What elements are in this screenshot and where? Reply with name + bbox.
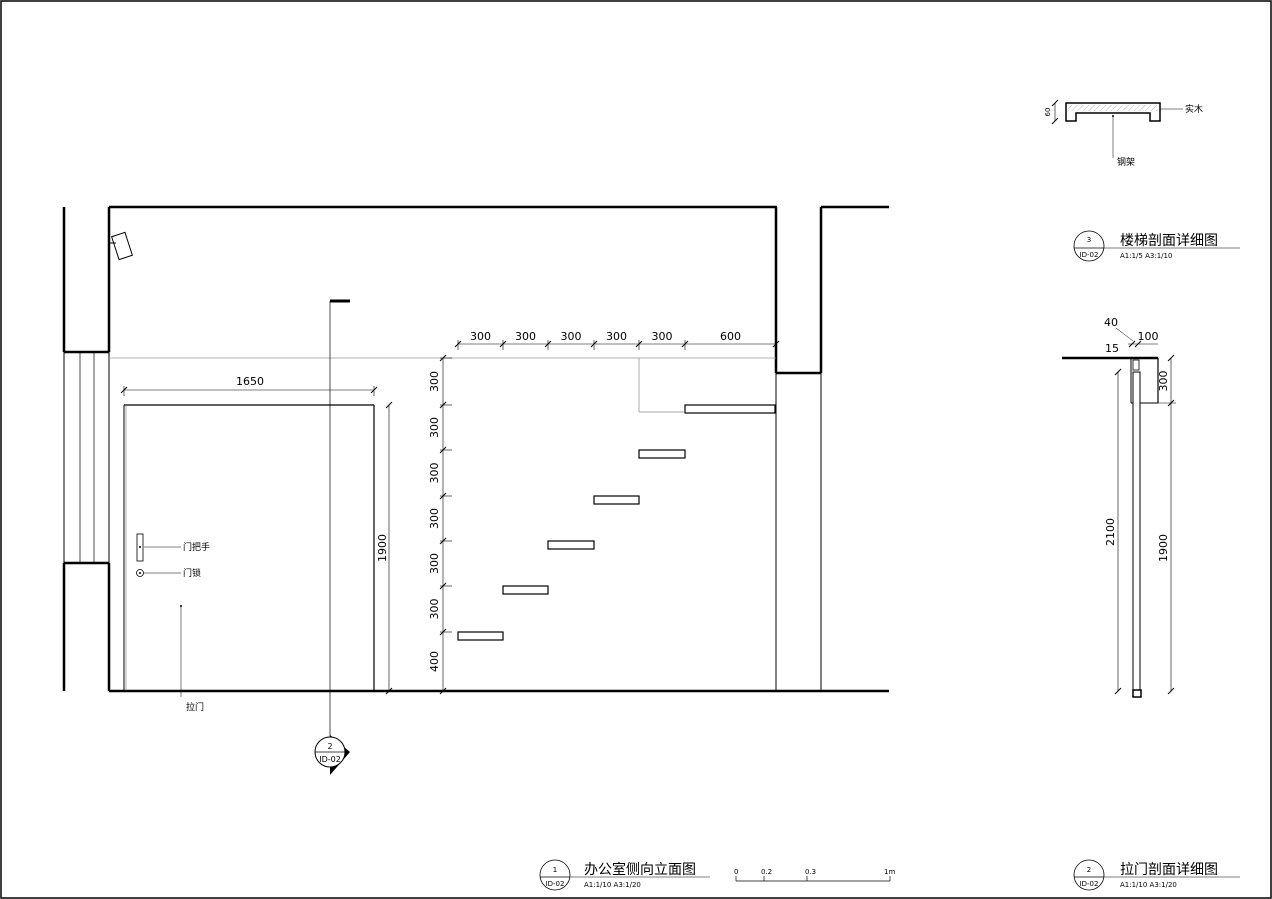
sliding-door-note: 拉门 xyxy=(186,701,204,713)
door-detail-dim-15: 15 xyxy=(1105,342,1119,355)
stair-tread-4 xyxy=(638,449,686,459)
scale-label-3: 1m xyxy=(884,868,895,876)
stair-run-dim: 300 xyxy=(470,330,491,343)
stair-detail-tag-sheet: ID-02 xyxy=(1080,251,1099,259)
stair-detail-scale: A1:1/5 A3:1/10 xyxy=(1120,252,1172,260)
sliding-door xyxy=(123,404,375,697)
elevation-title: 办公室侧向立面图 xyxy=(584,861,696,878)
stair-detail-title-block: 3 ID-02 楼梯剖面详细图 A1:1/5 A3:1/10 xyxy=(1073,230,1240,262)
stair-run-dim: 300 xyxy=(515,330,536,343)
door-height-dim: 1900 xyxy=(376,534,389,562)
steel-frame-label: 钢架 xyxy=(1117,156,1135,168)
stair-rise-dim: 300 xyxy=(428,508,441,529)
scale-label-1: 0.2 xyxy=(761,868,772,876)
door-detail-dim-1900: 1900 xyxy=(1157,534,1170,562)
scale-label-0: 0 xyxy=(734,868,738,876)
stair-rise-dim: 300 xyxy=(428,371,441,392)
stair-run-dim: 300 xyxy=(561,330,582,343)
door-detail-scale: A1:1/10 A3:1/20 xyxy=(1120,881,1177,889)
scale-bar: 0 0.2 0.3 1m xyxy=(734,868,895,882)
stair-run-dim: 300 xyxy=(606,330,627,343)
door-detail-title-block: 2 ID-02 拉门剖面详细图 A1:1/10 A3:1/20 xyxy=(1073,859,1240,891)
elevation-title-block: 1 ID-02 办公室侧向立面图 A1:1/10 A3:1/20 xyxy=(539,859,710,891)
door-handle-note: 门把手 xyxy=(183,541,210,553)
stair-rise-dims: 300 300 300 300 300 300 400 xyxy=(428,371,441,672)
stair-thickness-dim: 60 xyxy=(1044,108,1052,117)
door-detail-title: 拉门剖面详细图 xyxy=(1120,862,1218,878)
door-detail-tag-number: 2 xyxy=(1087,866,1091,874)
stair-tread-5 xyxy=(684,404,776,414)
elevation-tag-sheet: ID-02 xyxy=(546,880,565,888)
door-lock-note: 门锁 xyxy=(183,567,201,579)
elevation-scale: A1:1/10 A3:1/20 xyxy=(584,881,641,889)
section-marker-number: 2 xyxy=(327,742,332,751)
stair-detail-drawing xyxy=(1051,99,1183,158)
door-detail-dim-100: 100 xyxy=(1138,330,1159,343)
stair-tread-3 xyxy=(593,495,640,505)
stair-tread-0 xyxy=(457,631,504,641)
stair-rise-dim: 300 xyxy=(428,417,441,438)
stair-detail-tag-number: 3 xyxy=(1087,236,1091,244)
door-detail-drawing xyxy=(1062,327,1176,698)
elevation-drawing xyxy=(62,205,889,738)
section-marker-sheet: ID-02 xyxy=(319,755,341,764)
section-marker: 2 ID-02 xyxy=(314,735,350,775)
stair-rise-dim: 300 xyxy=(428,553,441,574)
stair-rise-dim: 300 xyxy=(428,463,441,484)
door-detail-dim-300: 300 xyxy=(1157,371,1170,392)
stair-run-dim: 600 xyxy=(720,330,741,343)
stair-detail-title: 楼梯剖面详细图 xyxy=(1120,233,1218,249)
stair-rise-dim: 300 xyxy=(428,599,441,620)
scale-label-2: 0.3 xyxy=(805,868,816,876)
door-detail-tag-sheet: ID-02 xyxy=(1080,880,1099,888)
camera-icon xyxy=(110,231,133,261)
solid-wood-label: 实木 xyxy=(1185,103,1203,115)
stair-run-dim: 300 xyxy=(652,330,673,343)
stair-tread-1 xyxy=(502,585,549,595)
door-width-dim: 1650 xyxy=(236,375,264,388)
stair-rise-dim: 400 xyxy=(428,651,441,672)
door-detail-dim-40: 40 xyxy=(1104,316,1118,329)
stair-run-dims: 300 300 300 300 300 600 xyxy=(470,330,741,343)
door-detail-dim-2100: 2100 xyxy=(1104,518,1117,546)
elevation-tag-number: 1 xyxy=(553,866,557,874)
stair-tread-2 xyxy=(547,540,595,550)
